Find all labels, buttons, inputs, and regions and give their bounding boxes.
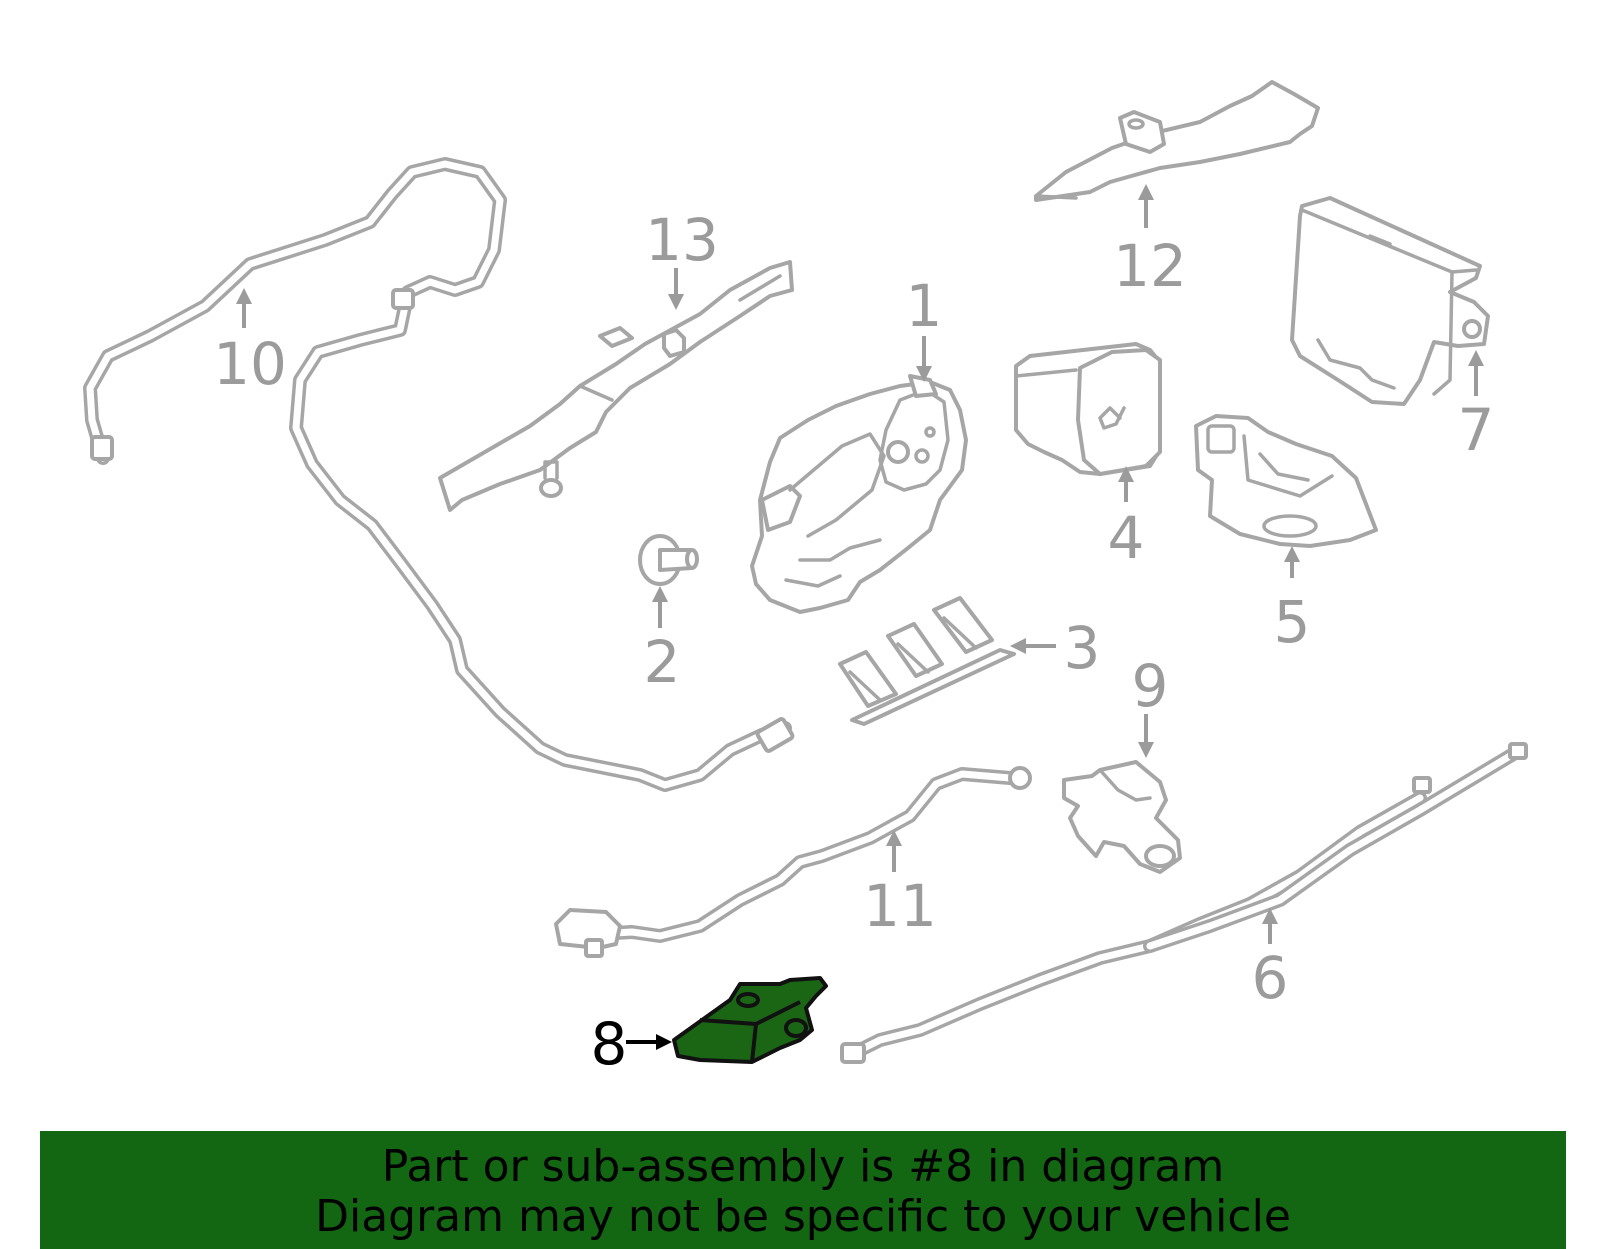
callout-10: 10 [213, 330, 287, 398]
callout-1: 1 [906, 272, 943, 340]
callout-3: 3 [1064, 614, 1101, 682]
part-6-cable [840, 742, 1528, 1064]
part-2-fastener [638, 534, 699, 586]
part-10-wiring-harness [83, 157, 795, 792]
callout-12: 12 [1113, 232, 1187, 300]
banner-line-1: Part or sub-assembly is #8 in diagram [381, 1141, 1225, 1192]
part-1-lock-actuator [750, 374, 968, 614]
banner-line-2: Diagram may not be specific to your vehi… [315, 1191, 1291, 1242]
callout-4: 4 [1108, 504, 1145, 572]
part-4-switch [1014, 342, 1162, 476]
part-5-housing [1194, 414, 1378, 548]
part-7-control-module [1290, 196, 1490, 406]
callout-5: 5 [1274, 588, 1311, 656]
part-8-module-highlighted [672, 976, 828, 1064]
callout-11: 11 [863, 872, 937, 940]
part-9-sensor [1062, 760, 1182, 874]
callout-arrows [236, 184, 1484, 1050]
callout-2: 2 [644, 628, 681, 696]
callout-13: 13 [645, 206, 719, 274]
info-banner: Part or sub-assembly is #8 in diagram Di… [40, 1131, 1566, 1249]
callout-9: 9 [1132, 652, 1169, 720]
part-13-bracket [438, 260, 794, 512]
callout-6: 6 [1252, 944, 1289, 1012]
part-3-clips [838, 596, 1016, 726]
callout-8: 8 [591, 1010, 628, 1078]
callout-7: 7 [1458, 396, 1495, 464]
part-11-harness [554, 766, 1032, 958]
callout-labels: 1 2 3 4 5 6 7 8 9 10 11 12 13 [213, 206, 1494, 1078]
part-12-bracket [1034, 80, 1320, 202]
